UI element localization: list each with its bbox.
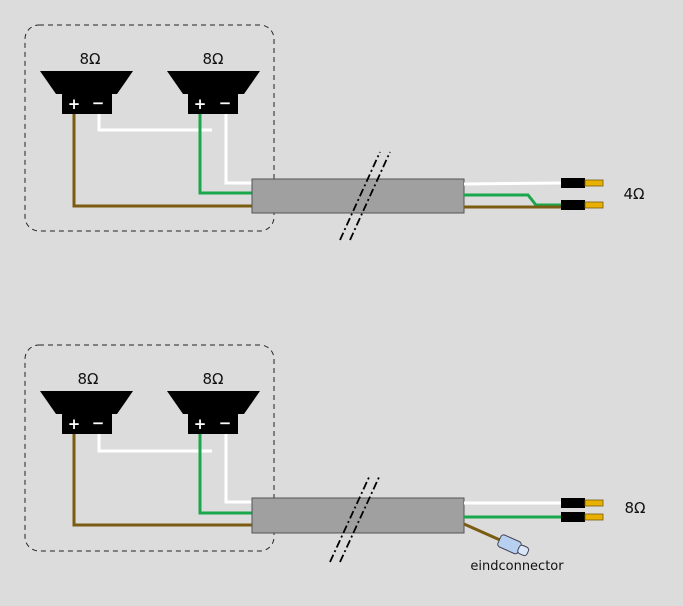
speaker-left-impedance: 8Ω: [77, 370, 98, 388]
plug-top: [561, 178, 604, 188]
speaker-right-impedance: 8Ω: [202, 50, 223, 68]
enclosure-outline: [24, 344, 275, 552]
speaker-right-terminal-block: [188, 94, 238, 114]
plug-top: [561, 498, 604, 508]
wire-brown: [72, 114, 253, 208]
wire-green: [198, 114, 253, 195]
speaker-right: 8Ω + −: [167, 50, 260, 114]
speaker-left-plus: +: [68, 415, 81, 433]
speaker-right-impedance: 8Ω: [202, 370, 223, 388]
wire-white-link: [97, 114, 212, 132]
speaker-left-minus: −: [92, 94, 105, 112]
speaker-left-icon: [40, 71, 133, 94]
speaker-right-minus: −: [219, 414, 232, 432]
speaker-left: 8Ω + −: [40, 370, 133, 434]
speaker-left-plus: +: [68, 95, 81, 113]
speaker-right-minus: −: [219, 94, 232, 112]
diagram-parallel: 8Ω + − 8Ω + −: [24, 24, 645, 241]
wire-white: [224, 434, 253, 504]
wire-green-out: [464, 193, 562, 207]
output-impedance: 8Ω: [624, 499, 645, 517]
speaker-right-icon: [167, 391, 260, 414]
wire-white-out: [463, 181, 563, 186]
wire-white-link: [97, 434, 212, 453]
diagram-series: 8Ω + − 8Ω + − eindc: [24, 344, 646, 574]
speaker-right-plus: +: [194, 415, 207, 433]
speaker-right-terminal-block: [188, 414, 238, 434]
cable-break-mark: [349, 151, 391, 241]
speaker-left-minus: −: [92, 414, 105, 432]
end-connector: [497, 534, 530, 557]
output-impedance: 4Ω: [623, 185, 644, 203]
end-connector-label: eindconnector: [470, 559, 564, 574]
speaker-right-plus: +: [194, 95, 207, 113]
plug-bottom: [561, 512, 604, 522]
wire-green: [198, 434, 253, 515]
speaker-right-icon: [167, 71, 260, 94]
enclosure-outline: [24, 24, 275, 232]
cable: [251, 497, 465, 534]
wire-brown: [72, 434, 253, 527]
speaker-left: 8Ω + −: [40, 50, 133, 114]
speaker-left-terminal-block: [62, 94, 112, 114]
cable: [251, 178, 465, 214]
cable-break-mark: [339, 151, 381, 241]
plug-bottom: [561, 200, 604, 210]
wire-brown-out: [463, 522, 501, 542]
speaker-left-terminal-block: [62, 414, 112, 434]
wire-white: [224, 114, 253, 185]
speaker-right: 8Ω + −: [167, 370, 260, 434]
speaker-left-icon: [40, 391, 133, 414]
speaker-left-impedance: 8Ω: [79, 50, 100, 68]
